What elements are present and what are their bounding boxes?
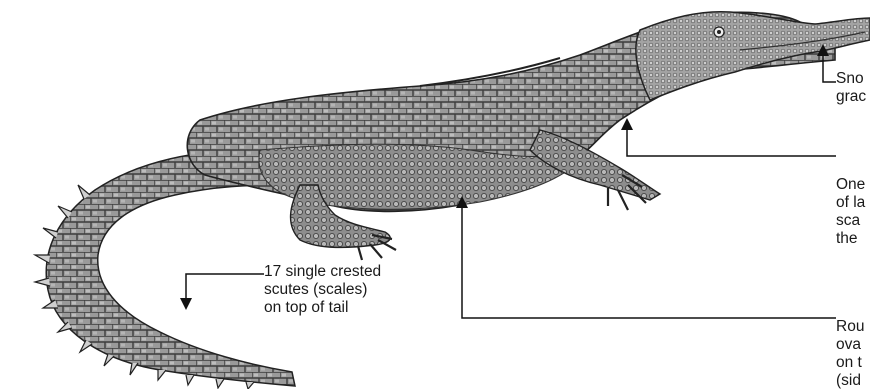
label-round-line-4: (sid: [836, 372, 864, 390]
label-tail-line-3: on top of tail: [264, 299, 381, 317]
scales-leader: [627, 126, 836, 156]
label-tail: 17 single crested scutes (scales) on top…: [264, 263, 381, 317]
label-tail-line-1: 17 single crested: [264, 263, 381, 281]
label-scales-line-3: sca: [836, 212, 865, 230]
label-scales: One of la sca the: [836, 176, 865, 248]
label-snout-line-2: grac: [836, 88, 866, 106]
label-scales-line-2: of la: [836, 194, 865, 212]
crocodile-body: [187, 12, 870, 212]
label-round-scales: Rou ova on t (sid: [836, 318, 864, 390]
label-tail-line-2: scutes (scales): [264, 281, 381, 299]
tail-arrow: [180, 298, 192, 310]
label-round-line-3: on t: [836, 354, 864, 372]
tail-leader: [186, 274, 264, 300]
label-snout-line-1: Sno: [836, 70, 866, 88]
label-snout: Sno grac: [836, 70, 866, 106]
label-scales-line-1: One: [836, 176, 865, 194]
label-scales-line-4: the: [836, 230, 865, 248]
label-round-line-1: Rou: [836, 318, 864, 336]
label-round-line-2: ova: [836, 336, 864, 354]
round-leader: [462, 205, 836, 318]
scales-arrow: [621, 118, 633, 130]
